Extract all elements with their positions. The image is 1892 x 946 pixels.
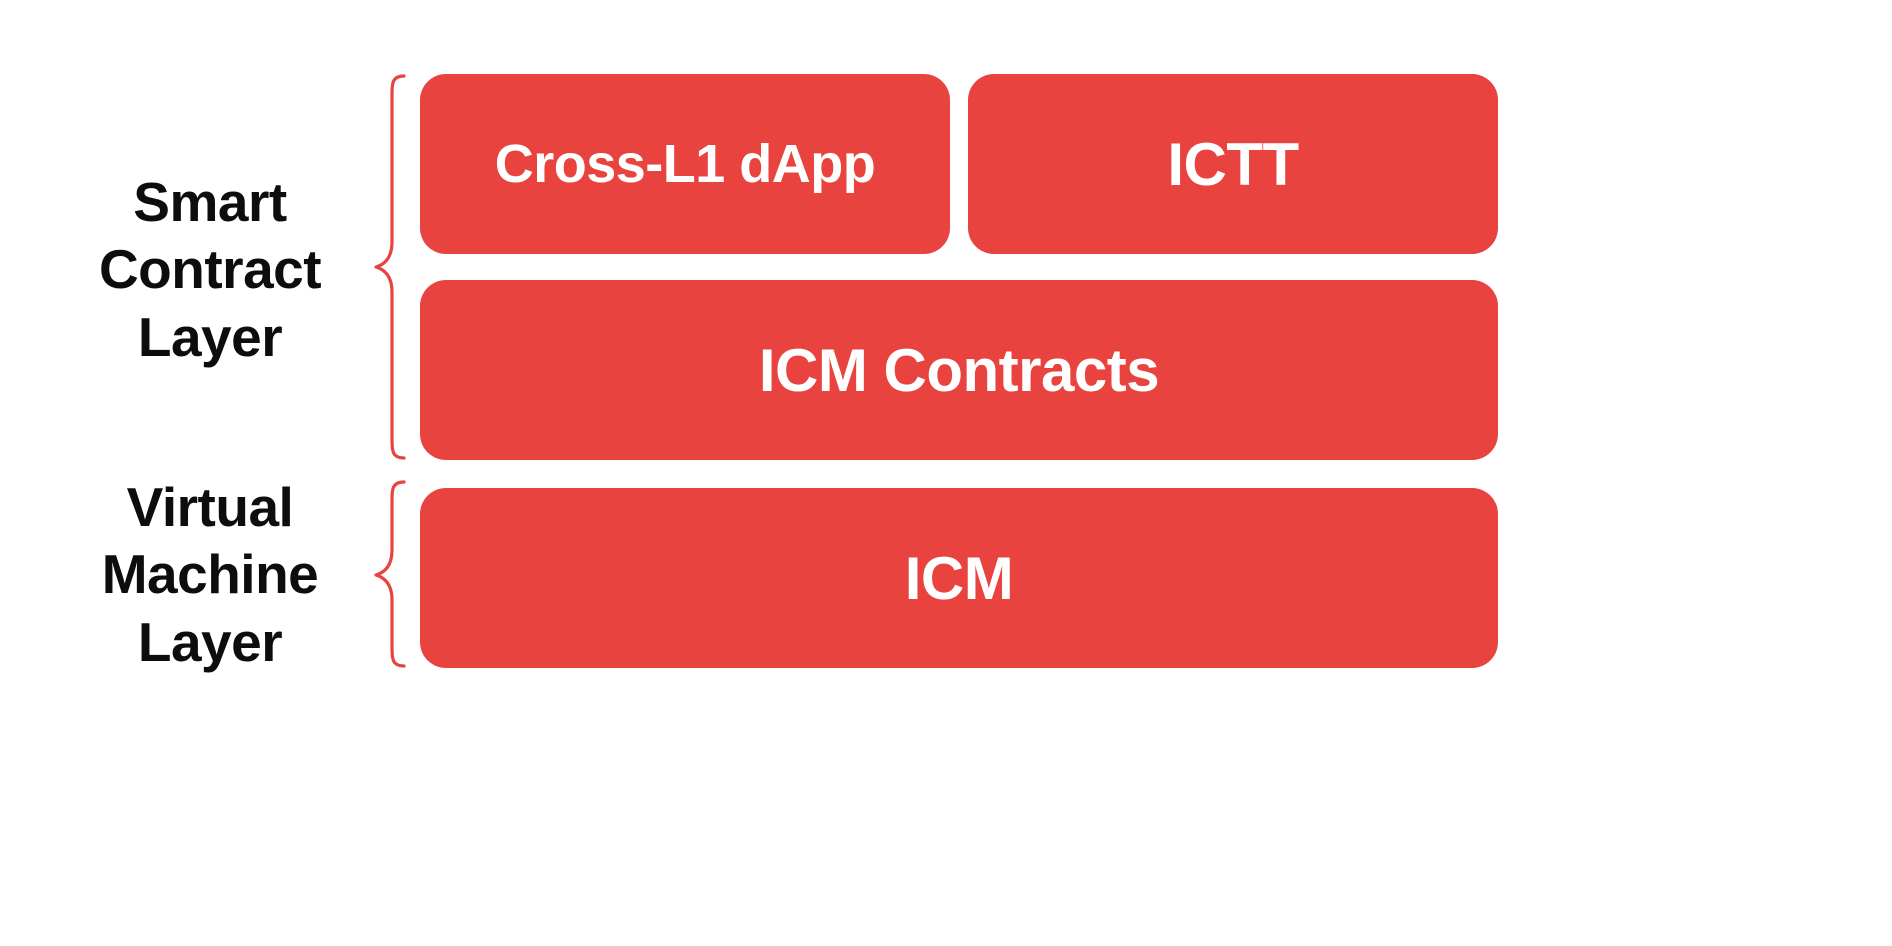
layer-label-virtual-machine: Virtual Machine Layer	[55, 470, 365, 680]
layer-label-smart-contract-line-3: Layer	[137, 305, 283, 368]
box-cross-l1-dapp[interactable]: Cross-L1 dApp	[420, 74, 950, 254]
layer-label-smart-contract-line-1: Smart	[133, 171, 287, 234]
box-icm-contracts-label: ICM Contracts	[758, 336, 1160, 404]
left-curly-brace-icon-smart-contract	[374, 74, 406, 460]
box-icm-label: ICM	[904, 544, 1014, 612]
layer-label-smart-contract: Smart Contract Layer	[55, 160, 365, 380]
box-ictt-label: ICTT	[1167, 130, 1299, 198]
layer-label-virtual-machine-line-3: Layer	[137, 610, 283, 673]
box-cross-l1-dapp-label: Cross-L1 dApp	[494, 134, 876, 194]
layer-label-smart-contract-line-2: Contract	[98, 238, 322, 301]
box-icm[interactable]: ICM	[420, 488, 1498, 668]
layer-label-virtual-machine-line-2: Machine	[101, 543, 319, 606]
box-ictt[interactable]: ICTT	[968, 74, 1498, 254]
box-icm-contracts[interactable]: ICM Contracts	[420, 280, 1498, 460]
layer-label-virtual-machine-line-1: Virtual	[126, 476, 294, 539]
left-curly-brace-icon-virtual-machine	[374, 480, 406, 668]
